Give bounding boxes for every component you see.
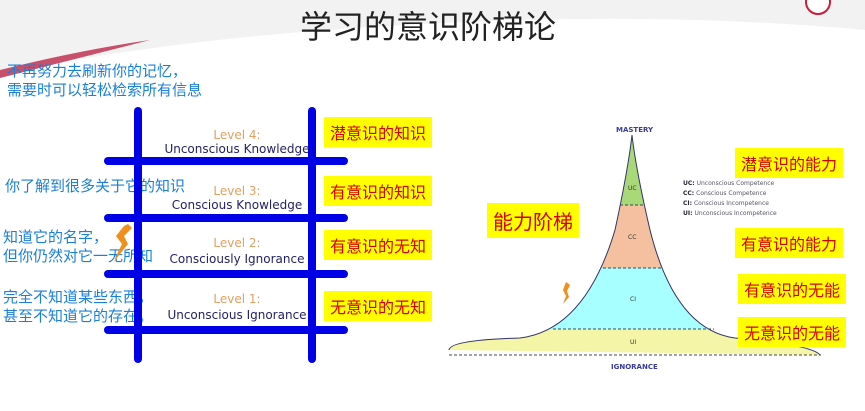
ladder-rail-right xyxy=(308,107,316,363)
level-2-cn: 有意识的无知 xyxy=(324,230,433,260)
ladder-rung xyxy=(104,214,348,222)
legend-cc: CC: Conscious Competence xyxy=(683,190,767,197)
level-3-cn: 有意识的知识 xyxy=(324,176,433,206)
mastery-label: MASTERY xyxy=(616,126,654,134)
ladder-rung xyxy=(104,270,348,278)
level-1-label: Level 1: xyxy=(213,292,261,306)
band-ui-label: UI xyxy=(630,339,637,346)
ability-ladder-label: 能力阶梯 xyxy=(487,203,579,238)
band-uc-label: UC xyxy=(628,185,637,192)
note-line: 不再努力去刷新你的记忆， xyxy=(7,62,188,80)
level-4-label: Level 4: xyxy=(213,128,261,142)
ignorance-label: IGNORANCE xyxy=(611,363,658,371)
note-line: 完全不知道某些东西， xyxy=(3,288,154,306)
legend-ui: UI: Unconscious Incompetence xyxy=(683,210,777,217)
level-2-label: Level 2: xyxy=(213,236,261,250)
ui-cn: 无意识的无能 xyxy=(738,317,847,347)
level-1-cn: 无意识的无知 xyxy=(324,291,433,321)
band-ci-label: CI xyxy=(630,296,636,303)
note-level2: 知道它的名字，但你仍然对它一无所知 xyxy=(3,228,153,266)
note-level4: 不再努力去刷新你的记忆，需要时可以轻松检索所有信息 xyxy=(7,62,202,100)
page-title: 学习的意识阶梯论 xyxy=(300,8,557,46)
uc-cn: 潜意识的能力 xyxy=(735,148,844,178)
band-cc-label: CC xyxy=(628,234,637,241)
note-line: 需要时可以轻松检索所有信息 xyxy=(7,81,203,99)
ladder-rung xyxy=(104,326,348,334)
university-seal-icon xyxy=(805,0,831,15)
note-level1: 完全不知道某些东西，甚至不知道它的存在。 xyxy=(3,288,153,326)
level-2-name: Consciously Ignorance xyxy=(169,252,305,266)
legend-uc: UC: Unconscious Competence xyxy=(683,180,775,187)
ladder-rung xyxy=(104,157,348,165)
level-3-label: Level 3: xyxy=(213,184,261,198)
climber-figure-icon xyxy=(114,224,132,262)
level-4-cn: 潜意识的知识 xyxy=(324,117,433,147)
ladder-rail-left xyxy=(134,107,142,363)
note-line: 但你仍然对它一无所知 xyxy=(3,247,154,265)
note-line: 知道它的名字， xyxy=(3,228,109,246)
cc-cn: 有意识的能力 xyxy=(735,228,844,258)
ci-cn: 有意识的无能 xyxy=(738,274,847,304)
level-1-name: Unconscious Ignorance xyxy=(167,308,307,322)
climber-figure-icon xyxy=(563,282,570,304)
legend-ci: CI: Conscious Incompetence xyxy=(683,200,769,207)
level-3-name: Conscious Knowledge xyxy=(171,198,303,212)
level-4-name: Unconscious Knowledge xyxy=(164,142,310,156)
note-line: 甚至不知道它的存在。 xyxy=(3,307,154,325)
